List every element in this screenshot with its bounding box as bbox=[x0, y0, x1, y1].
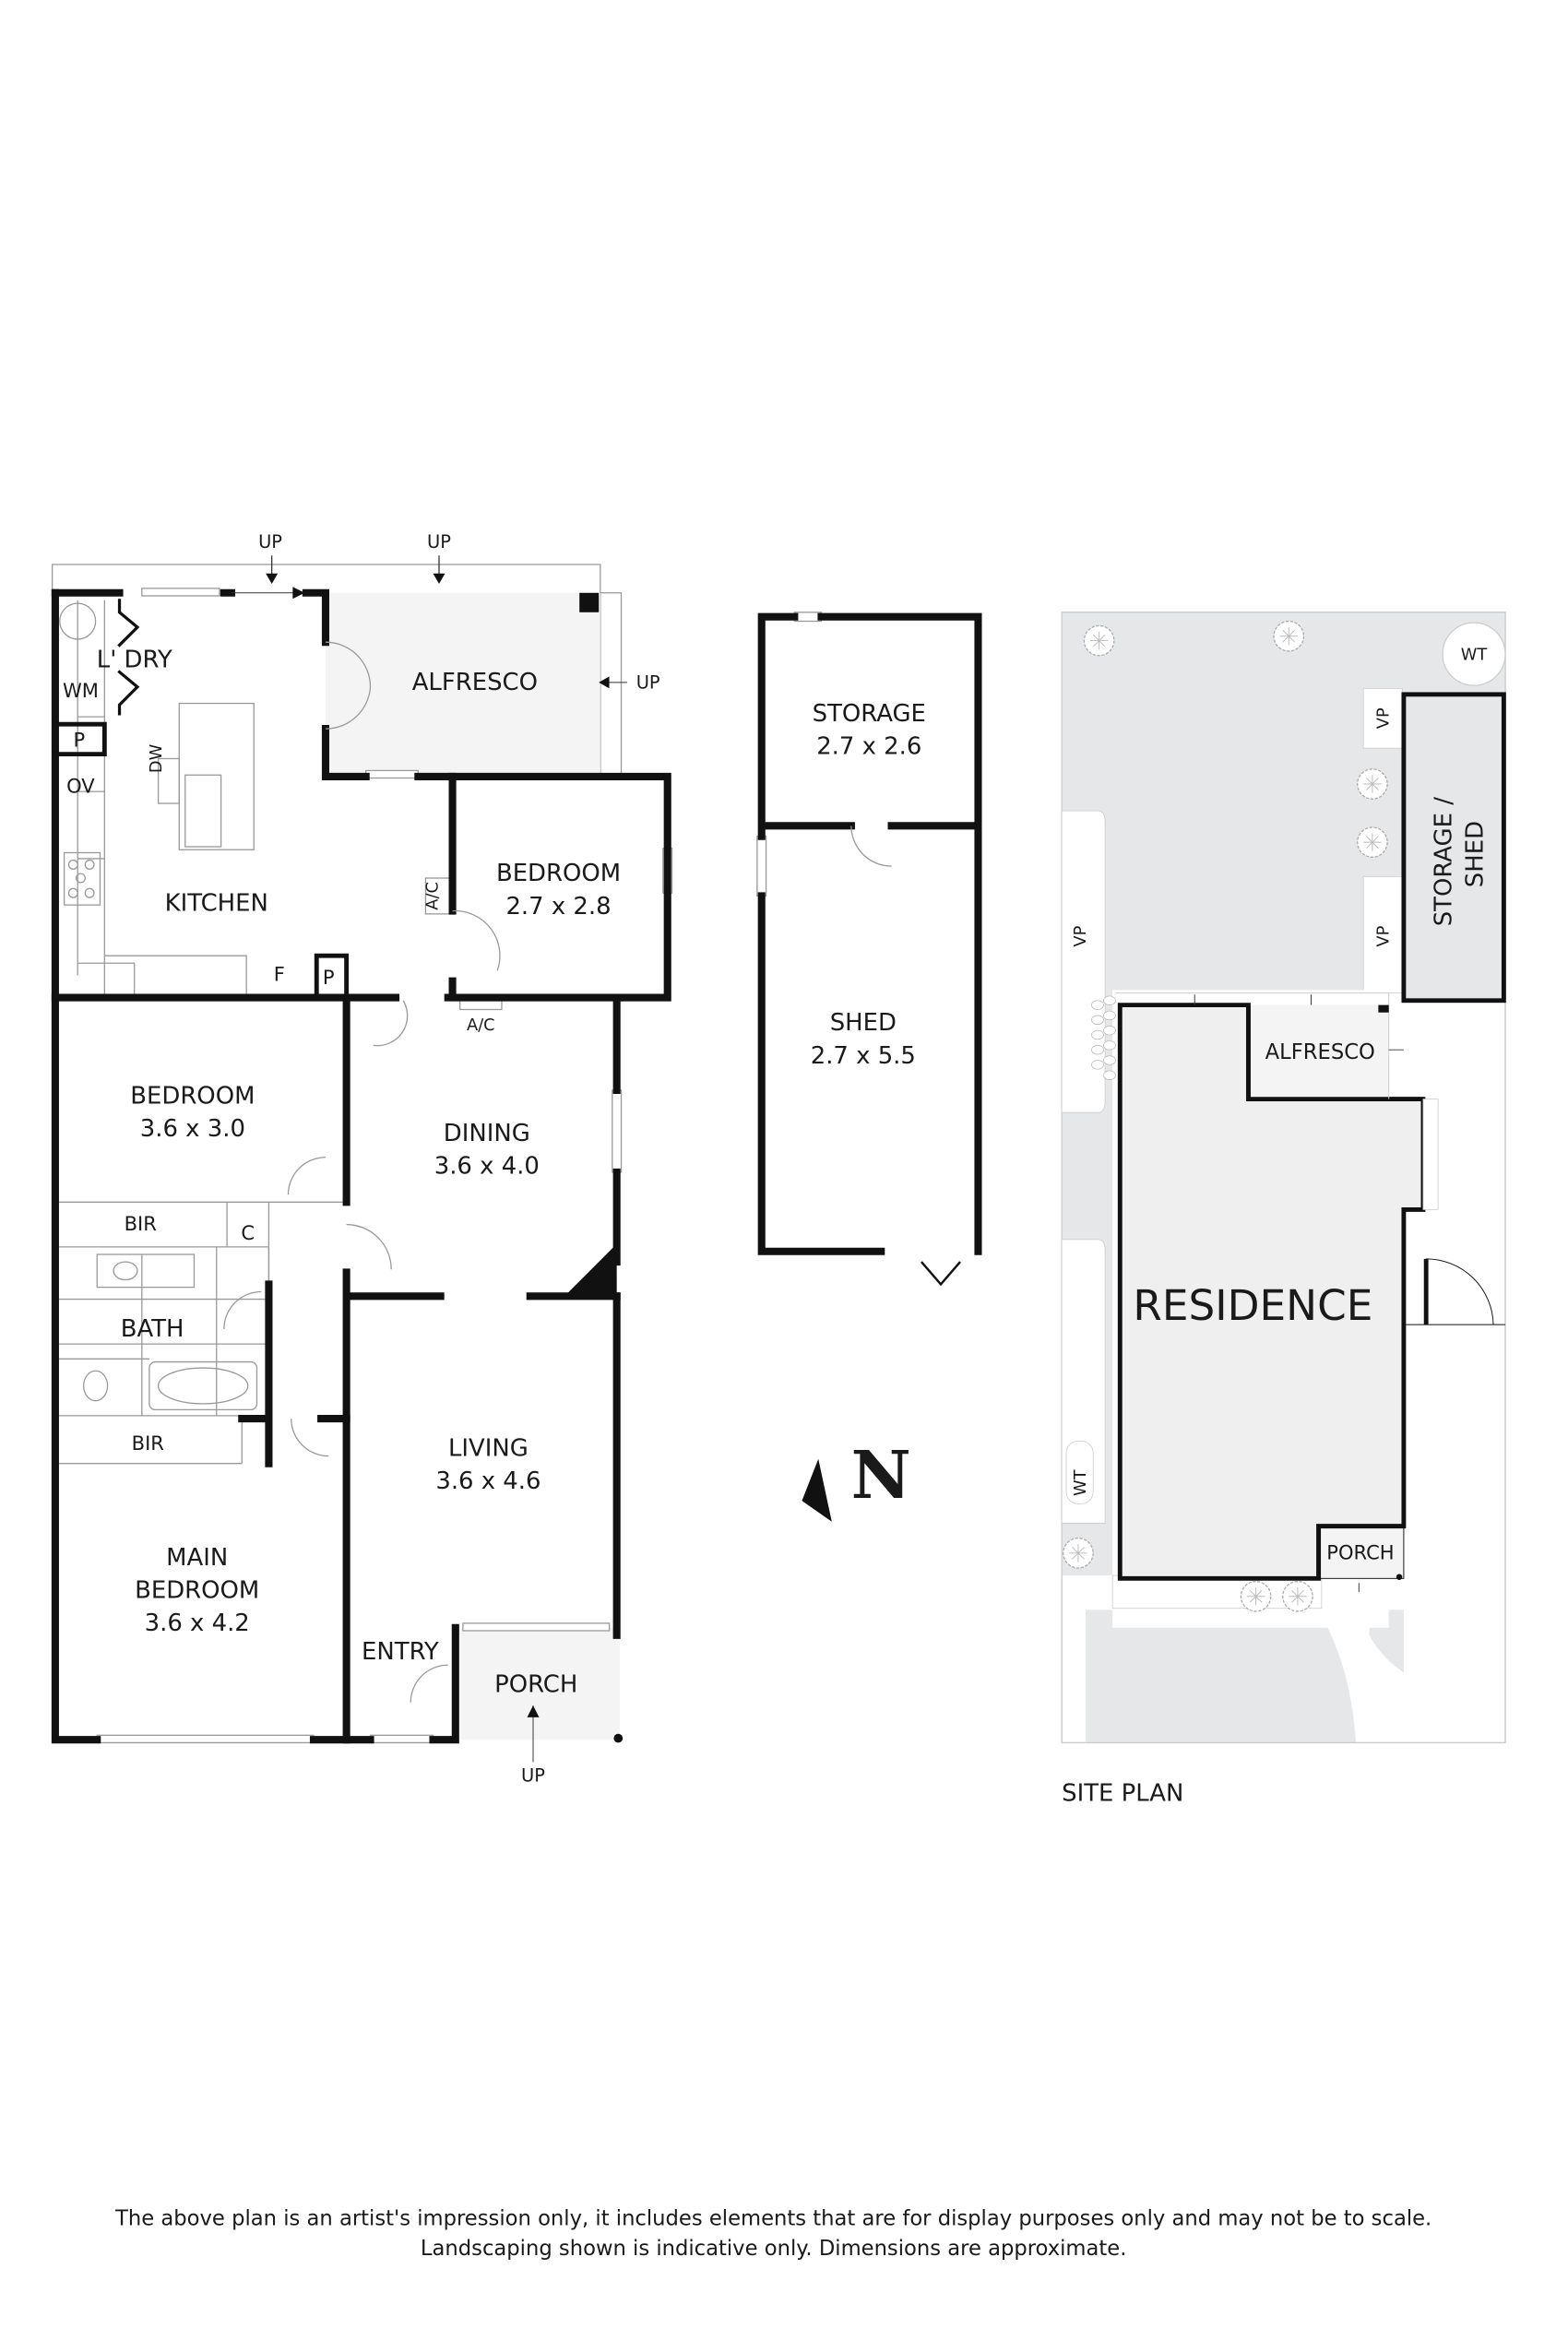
shed-size: 2.7 x 5.5 bbox=[811, 1042, 916, 1070]
bir-label: BIR bbox=[125, 1212, 157, 1235]
dining-label: DINING bbox=[444, 1120, 530, 1147]
bedroom-label: BEDROOM bbox=[496, 860, 621, 887]
dining-size: 3.6 x 4.0 bbox=[434, 1153, 540, 1181]
up-label: UP bbox=[258, 531, 282, 552]
washing-machine-label: WM bbox=[63, 679, 99, 702]
main-bedroom-label: BEDROOM bbox=[135, 1576, 259, 1604]
pantry-label: P bbox=[323, 966, 335, 989]
water-tank-label: WT bbox=[1071, 1469, 1090, 1496]
entry-label: ENTRY bbox=[362, 1638, 439, 1666]
living-size: 3.6 x 4.6 bbox=[435, 1467, 540, 1495]
bedroom-label: BEDROOM bbox=[130, 1082, 255, 1110]
site-alfresco-label: ALFRESCO bbox=[1265, 1040, 1375, 1064]
cupboard-label: C bbox=[241, 1221, 255, 1244]
site-plan: WT VP VP VP WT STORAGE / SHED ALFRESCO R… bbox=[1061, 612, 1506, 1808]
vp-label: VP bbox=[1071, 925, 1090, 946]
kitchen-fixtures bbox=[59, 599, 255, 998]
bath-label: BATH bbox=[121, 1315, 184, 1343]
alfresco-area bbox=[325, 592, 600, 774]
kitchen-label: KITCHEN bbox=[165, 890, 268, 918]
main-floor-plan: UP UP UP UP L' DRY WM P OV DW KITCHEN F … bbox=[51, 531, 673, 1787]
disclaimer-line-2: Landscaping shown is indicative only. Di… bbox=[421, 2237, 1127, 2261]
north-label: N bbox=[851, 1436, 911, 1514]
shed-label: SHED bbox=[830, 1009, 897, 1037]
ac-label: A/C bbox=[422, 882, 442, 910]
main-bedroom-label: MAIN bbox=[166, 1544, 228, 1572]
porch-area bbox=[459, 1627, 620, 1740]
storage-size: 2.7 x 2.6 bbox=[816, 733, 921, 761]
ac-label: A/C bbox=[467, 1016, 495, 1035]
alfresco-post bbox=[579, 592, 600, 612]
pantry-label: P bbox=[73, 729, 85, 752]
porch-label: PORCH bbox=[494, 1670, 577, 1698]
laundry-label: L' DRY bbox=[97, 647, 172, 674]
site-porch-label: PORCH bbox=[1326, 1540, 1394, 1563]
vp-label: VP bbox=[1374, 925, 1394, 946]
fridge-label: F bbox=[274, 963, 285, 986]
north-arrow-icon: N bbox=[802, 1436, 911, 1522]
pavers bbox=[1091, 995, 1116, 1080]
site-plan-title: SITE PLAN bbox=[1062, 1780, 1183, 1808]
living-label: LIVING bbox=[448, 1435, 529, 1463]
storage-label: STORAGE bbox=[813, 700, 926, 728]
vp-label: VP bbox=[1374, 707, 1394, 729]
storage-shed-label: STORAGE / bbox=[1431, 797, 1458, 926]
residence-label: RESIDENCE bbox=[1133, 1281, 1372, 1330]
dishwasher-label: DW bbox=[147, 743, 166, 773]
alfresco-label: ALFRESCO bbox=[412, 669, 538, 696]
up-arrows bbox=[231, 555, 627, 1763]
bedroom-size: 3.6 x 3.0 bbox=[140, 1115, 245, 1143]
outbuilding-plan: STORAGE 2.7 x 2.6 SHED 2.7 x 5.5 bbox=[756, 612, 982, 1287]
disclaimer-line-1: The above plan is an artist's impression… bbox=[114, 2206, 1431, 2230]
bedroom-size: 2.7 x 2.8 bbox=[505, 893, 611, 921]
oven-label: OV bbox=[66, 775, 95, 798]
main-bedroom-size: 3.6 x 4.2 bbox=[145, 1610, 250, 1637]
bath-fixtures bbox=[54, 1246, 270, 1416]
up-label: UP bbox=[636, 671, 660, 693]
up-label: UP bbox=[521, 1765, 545, 1787]
bir-label: BIR bbox=[132, 1431, 164, 1455]
storage-shed-label: SHED bbox=[1462, 821, 1490, 887]
water-tank-label: WT bbox=[1461, 646, 1488, 665]
up-label: UP bbox=[427, 531, 451, 552]
